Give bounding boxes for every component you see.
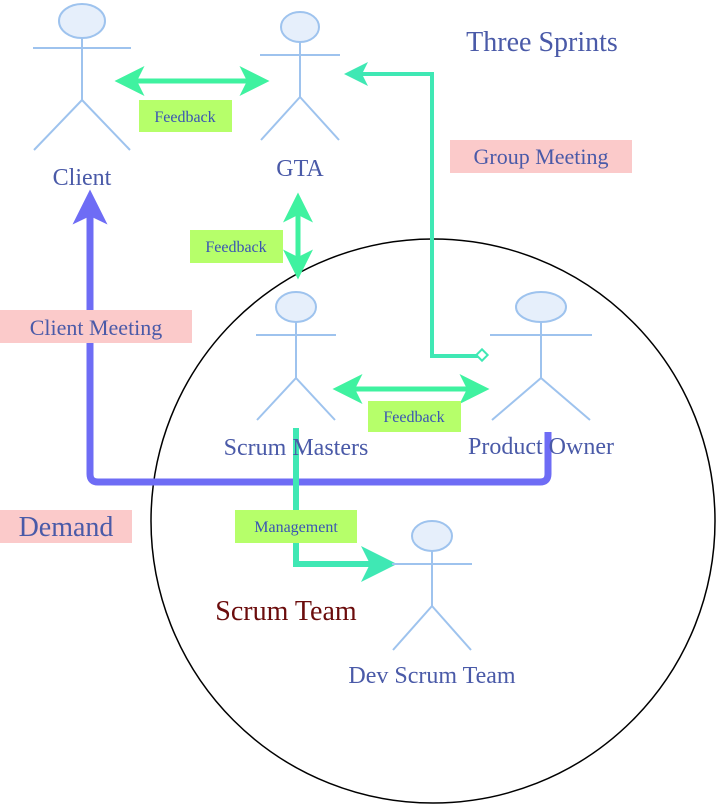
- scrum-masters-actor-icon: [256, 291, 336, 421]
- svg-text:Group Meeting: Group Meeting: [473, 144, 608, 169]
- management-connector: [293, 428, 397, 582]
- svg-text:Management: Management: [254, 519, 338, 536]
- client-label: Client: [53, 165, 112, 191]
- scrum-masters-label: Scrum Masters: [224, 435, 369, 461]
- dev-scrum-team-label: Dev Scrum Team: [348, 663, 516, 689]
- svg-text:Feedback: Feedback: [205, 239, 266, 256]
- diagram-title: Three Sprints: [466, 27, 618, 58]
- product-owner-actor-icon: [490, 291, 592, 421]
- demand-connector: [72, 189, 552, 486]
- feedback-label-client-gta: Feedback: [139, 100, 232, 132]
- diamond-end-icon: [474, 347, 490, 363]
- client-meeting-label: Client Meeting: [0, 310, 192, 343]
- feedback-label-scrum-masters-product-owner: Feedback: [368, 401, 461, 432]
- svg-text:Demand: Demand: [19, 512, 114, 543]
- svg-text:Feedback: Feedback: [383, 409, 444, 426]
- gta-label: GTA: [276, 156, 324, 182]
- dev-scrum-team-actor-icon: [392, 520, 472, 651]
- svg-text:Client Meeting: Client Meeting: [30, 315, 163, 340]
- svg-text:Feedback: Feedback: [154, 109, 215, 126]
- demand-label: Demand: [0, 510, 132, 543]
- client-actor-icon: [33, 3, 131, 151]
- gta-actor-icon: [260, 11, 340, 141]
- group-meeting-connector: [344, 62, 482, 358]
- management-label: Management: [235, 510, 357, 543]
- product-owner-label: Product Owner: [468, 434, 614, 460]
- group-meeting-label: Group Meeting: [450, 140, 632, 173]
- scrum-team-label: Scrum Team: [215, 596, 357, 627]
- feedback-label-gta-scrum-masters: Feedback: [190, 230, 283, 263]
